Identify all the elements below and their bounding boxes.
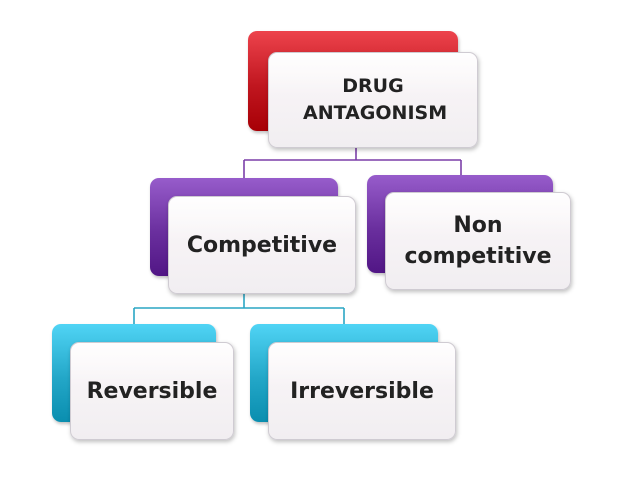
node-irreversible-card: Irreversible [268, 342, 456, 440]
node-noncompetitive-label: Non competitive [404, 213, 552, 269]
node-competitive-label: Competitive [186, 232, 338, 258]
node-competitive-card: Competitive [168, 196, 356, 294]
node-root-label: DRUG ANTAGONISM [303, 75, 448, 124]
node-root-card: DRUG ANTAGONISM [268, 52, 478, 148]
node-irreversible-label: Irreversible [290, 378, 434, 404]
node-noncompetitive-card: Non competitive [385, 192, 571, 290]
node-reversible-label: Reversible [86, 378, 218, 404]
node-reversible-card: Reversible [70, 342, 234, 440]
